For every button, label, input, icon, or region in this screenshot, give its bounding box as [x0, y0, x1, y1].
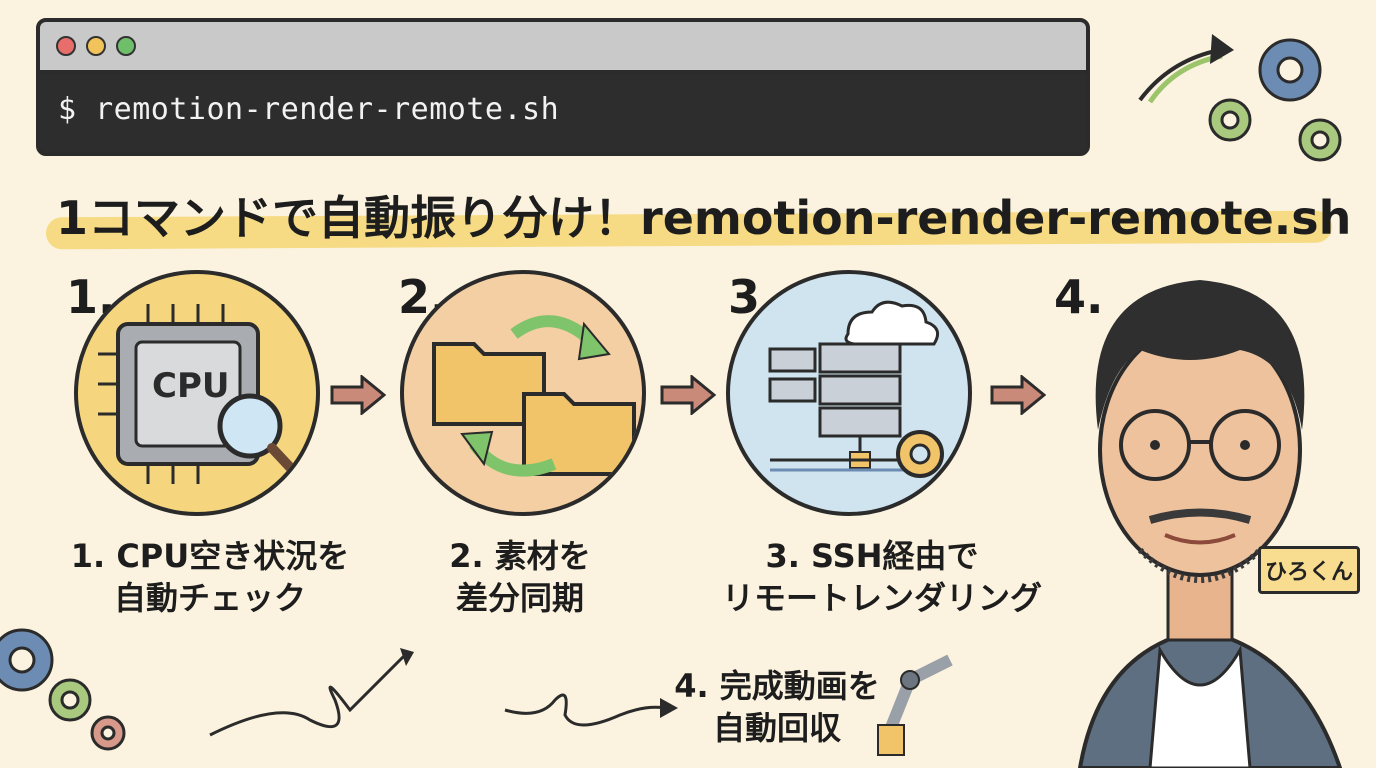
person-name-badge: ひろくん — [1258, 546, 1360, 594]
cpu-chip-label: CPU — [152, 366, 230, 406]
step-3-caption-line1: 3. SSH経由で — [765, 537, 979, 575]
squiggle-arrow-right-icon — [504, 693, 678, 727]
gears-bottom-left-icon — [0, 628, 126, 751]
step-1-caption-line2: 自動チェック — [113, 579, 306, 618]
cpu-magnifier-icon — [98, 304, 305, 484]
step-2-caption: 2. 素材を 差分同期 — [410, 535, 630, 619]
step-2-caption-line1: 2. 素材を — [449, 537, 591, 575]
step-2-caption-line2: 差分同期 — [455, 579, 584, 618]
squiggle-arrow-left-icon — [209, 648, 414, 737]
robot-arm-icon — [877, 654, 953, 756]
step-2-circle — [400, 270, 646, 516]
terminal-window: $ remotion-render-remote.sh — [36, 18, 1090, 156]
maximize-dot-icon — [116, 36, 136, 56]
folder-sync-icon — [432, 315, 636, 477]
terminal-title-bar — [40, 22, 1086, 74]
server-cloud-icon — [768, 300, 944, 478]
arrow-3-icon — [990, 375, 1046, 415]
minimize-dot-icon — [86, 36, 106, 56]
step-1-caption-line1: 1. CPU空き状況を — [70, 537, 350, 575]
gears-top-right-icon — [1138, 34, 1342, 162]
step-3-caption-line2: リモートレンダリング — [722, 579, 1043, 618]
headline-text: 1コマンドで自動振り分け！remotion-render-remote.sh — [56, 191, 1352, 245]
step-4-number: 4. — [1054, 270, 1104, 324]
arrow-2-icon — [660, 375, 716, 415]
step-1-circle: CPU — [74, 270, 320, 516]
headline-block: 1コマンドで自動振り分け！remotion-render-remote.sh — [40, 178, 1351, 250]
step-3-caption: 3. SSH経由で リモートレンダリング — [722, 535, 1043, 619]
step-4-caption-line1: 4. 完成動画を — [674, 667, 880, 705]
step-4-caption: 4. 完成動画を 自動回収 — [672, 665, 882, 749]
terminal-command: $ remotion-render-remote.sh — [58, 92, 560, 127]
step-1-caption: 1. CPU空き状況を 自動チェック — [50, 535, 370, 619]
step-3-circle — [726, 270, 972, 516]
step-4-caption-line2: 自動回収 — [712, 709, 841, 748]
arrow-1-icon — [330, 375, 386, 415]
close-dot-icon — [56, 36, 76, 56]
person-illustration — [1077, 280, 1343, 768]
